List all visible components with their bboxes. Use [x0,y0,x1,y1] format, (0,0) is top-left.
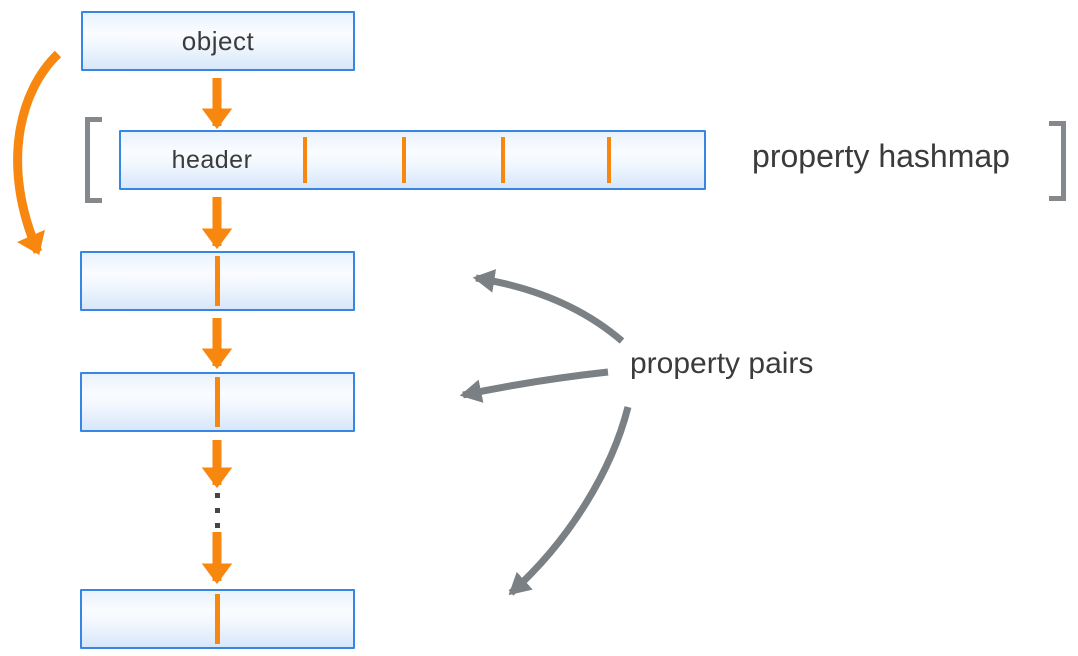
pair-divider [215,256,220,306]
hashmap-header-box: header [119,130,706,190]
vertical-ellipsis-dot [215,508,220,513]
pairs-annotation-arrow-bottom [508,406,632,596]
vertical-ellipsis-dot [215,493,220,498]
property-pairs-label: property pairs [630,347,814,380]
pairs-annotation-arrow-top [472,269,625,344]
hashmap-slot-divider [402,137,406,183]
property-pair-box [80,372,355,432]
hashmap-slot-divider [501,137,505,183]
object-box-label: object [181,25,255,56]
object-to-pair-curved-arrow [13,50,62,255]
object-box: object [81,11,355,71]
hashmap-left-bracket-icon [85,117,102,203]
property-hashmap-label: property hashmap [752,138,1010,174]
header-box-label: header [171,145,253,174]
hashmap-slot-divider [607,137,611,183]
pair-divider [215,377,220,427]
hashmap-right-bracket-icon [1049,121,1066,201]
pairs-annotation-arrow-middle [459,368,609,403]
vertical-ellipsis-dot [215,523,220,528]
pair-divider [215,594,220,644]
hashmap-slot-divider [303,137,307,183]
property-pair-box [80,589,355,649]
property-pair-box [80,251,355,311]
